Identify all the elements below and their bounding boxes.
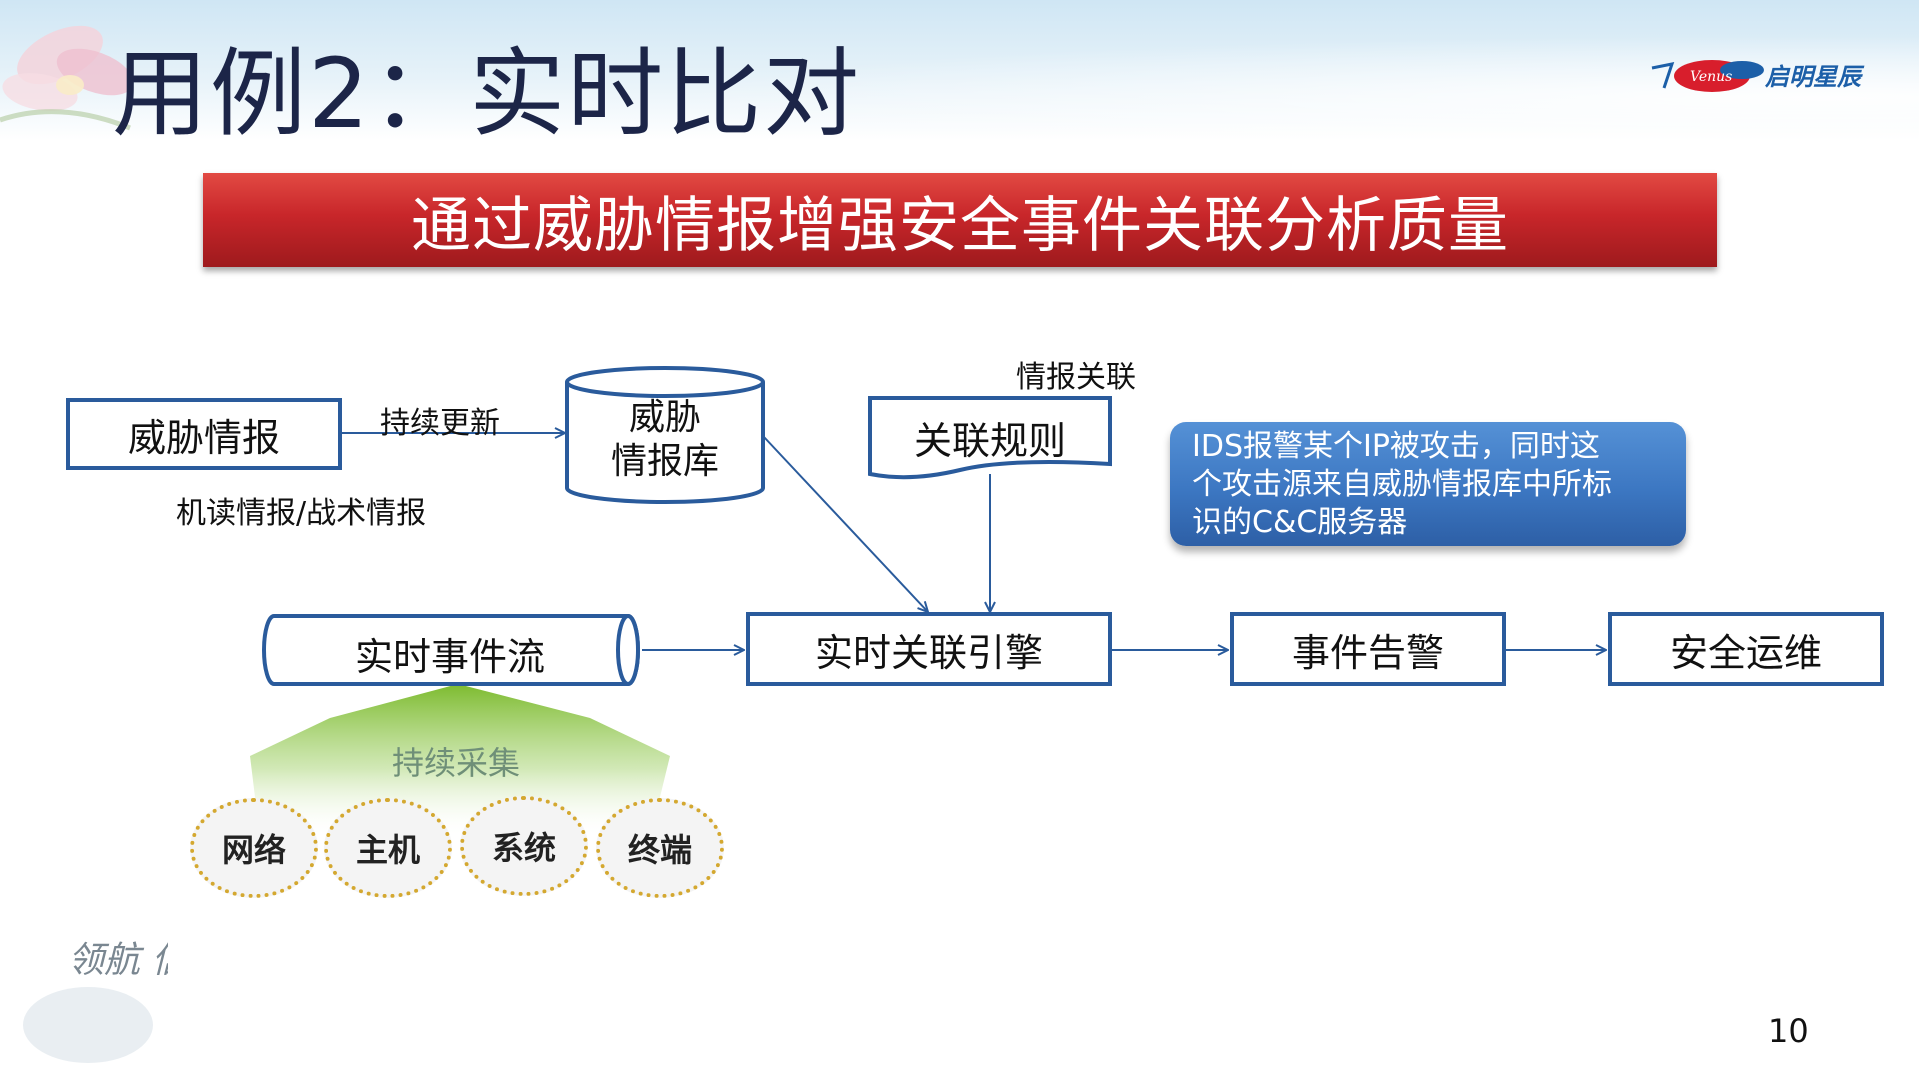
source-host-label: 主机 bbox=[355, 831, 420, 869]
subtitle-text: 通过威胁情报增强安全事件关联分析质量 bbox=[411, 190, 1509, 261]
seal-text: 领航 信息安全 bbox=[68, 940, 168, 981]
brand-name: 启明星辰 bbox=[1765, 63, 1861, 91]
source-system: 系统 bbox=[460, 796, 588, 896]
threat-intel-label: 威胁情报 bbox=[127, 415, 280, 460]
event-alert-label: 事件告警 bbox=[1291, 630, 1444, 675]
machine-tactical-label: 机读情报/战术情报 bbox=[176, 496, 427, 531]
callout-line-3: 识的C&C服务器 bbox=[1192, 505, 1408, 540]
intel-db-label: 威胁 情报库 bbox=[567, 396, 763, 484]
intel-db-line2: 情报库 bbox=[610, 441, 719, 482]
rules-document-shape bbox=[868, 396, 1112, 480]
source-network: 网络 bbox=[190, 798, 318, 898]
source-network-label: 网络 bbox=[221, 831, 286, 869]
continuous-collect-label: 持续采集 bbox=[392, 744, 521, 782]
header-wash bbox=[0, 0, 1919, 140]
continuous-update-label: 持续更新 bbox=[380, 406, 500, 441]
correlation-rules-label: 关联规则 bbox=[913, 419, 1066, 463]
ids-callout: IDS报警某个IP被攻击，同时这 个攻击源来自威胁情报库中所标 识的C&C服务器 bbox=[1170, 422, 1686, 546]
source-system-label: 系统 bbox=[491, 829, 556, 867]
correlation-engine-label: 实时关联引擎 bbox=[814, 630, 1043, 675]
intel-correlation-label: 情报关联 bbox=[1016, 360, 1136, 395]
lotus-decoration bbox=[0, 25, 134, 131]
callout-line-2: 个攻击源来自威胁情报库中所标 bbox=[1192, 467, 1612, 502]
calligraphy-seal: 领航 信息安全 bbox=[23, 940, 168, 1063]
brand-logo: Venus bbox=[1651, 60, 1764, 92]
security-ops-label: 安全运维 bbox=[1669, 630, 1822, 675]
brand-logo-mark: Venus bbox=[1690, 69, 1732, 85]
callout-line-1: IDS报警某个IP被攻击，同时这 bbox=[1192, 429, 1600, 464]
intel-db-cylinder bbox=[565, 366, 765, 504]
event-alert-box: 事件告警 bbox=[1230, 612, 1506, 686]
page-title: 用例2：实时比对 bbox=[112, 38, 862, 150]
source-terminal-label: 终端 bbox=[627, 831, 692, 869]
subtitle-banner: 通过威胁情报增强安全事件关联分析质量 bbox=[203, 173, 1717, 267]
collect-arrow bbox=[250, 684, 670, 838]
security-ops-box: 安全运维 bbox=[1608, 612, 1884, 686]
header-background bbox=[0, 0, 1919, 140]
source-terminal: 终端 bbox=[596, 798, 724, 898]
event-stream-cylinder bbox=[262, 614, 640, 686]
arrow-db-to-engine bbox=[763, 436, 928, 612]
page-number: 10 bbox=[1768, 1012, 1809, 1050]
threat-intel-box: 威胁情报 bbox=[66, 398, 342, 470]
event-stream-label: 实时事件流 bbox=[354, 635, 545, 679]
source-host: 主机 bbox=[324, 798, 452, 898]
correlation-engine-box: 实时关联引擎 bbox=[746, 612, 1112, 686]
intel-db-line1: 威胁 bbox=[628, 397, 701, 438]
